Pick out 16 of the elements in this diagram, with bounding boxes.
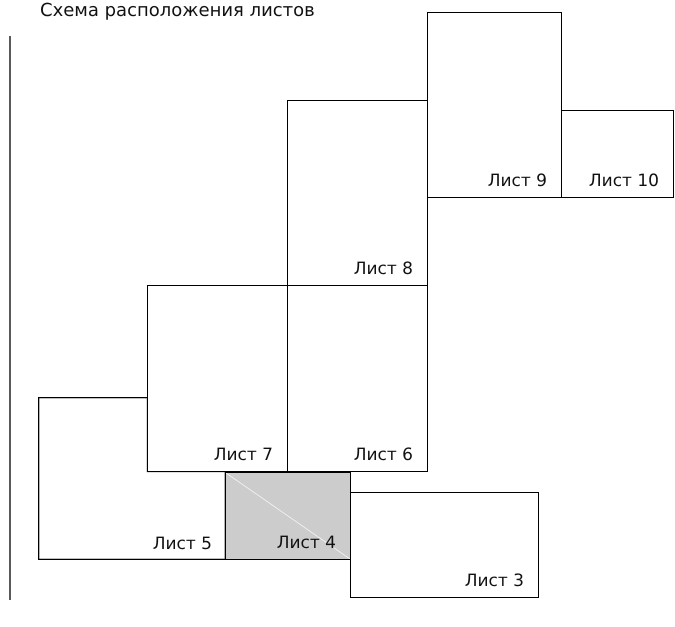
- sheet-label: Лист 3: [464, 571, 524, 591]
- sheet-label: Лист 4: [276, 533, 336, 553]
- sheet-label: Лист 9: [488, 171, 547, 191]
- sheet-label: Лист 8: [354, 259, 413, 279]
- sheet-box: [427, 12, 562, 198]
- sheet-box: [147, 285, 288, 472]
- sheet-label: Лист 10: [588, 171, 659, 191]
- sheet-box: [287, 285, 428, 472]
- sheet-label: Лист 7: [214, 445, 273, 465]
- sheet-box: [561, 110, 674, 198]
- sheet-box: [350, 492, 539, 598]
- diagram-title: Схема расположения листов: [40, 0, 315, 21]
- sheet-label: Лист 5: [152, 534, 212, 554]
- sheet-box: [287, 100, 428, 286]
- highlighted-sheet-box: [225, 472, 351, 560]
- sheet-label: Лист 6: [354, 445, 413, 465]
